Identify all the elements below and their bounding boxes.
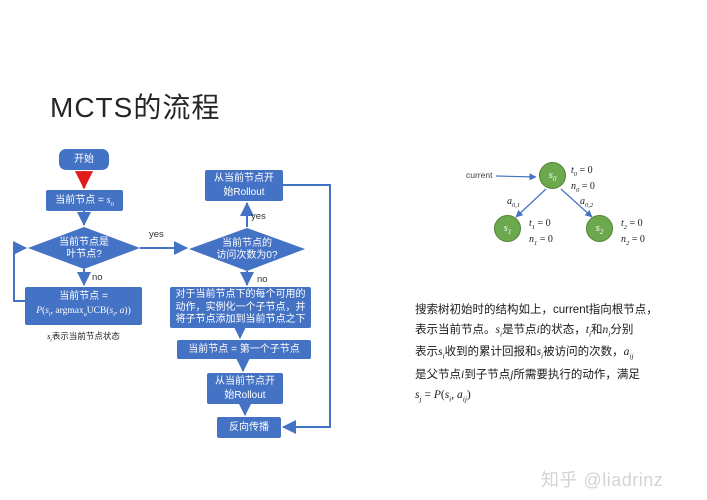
assign-root-label: 当前节点 = s0 (55, 195, 114, 208)
stat-n2: n2 = 0 (621, 233, 645, 247)
expand-line3: 将子节点添加到当前节点之下 (175, 314, 306, 326)
first-child-box: 当前节点 = 第一个子节点 (177, 340, 311, 359)
arrow-s0-to-s2 (560, 188, 593, 218)
start-label: 开始 (74, 154, 94, 165)
visit-check-line2: 访问次数为0? (216, 249, 278, 261)
rollout-top-line2: 始Rollout (223, 186, 265, 198)
yes-label-visitcheck: yes (251, 211, 266, 222)
edge-label-a02: a0,2 (580, 196, 594, 209)
tree-node-s1: s1 (494, 215, 521, 242)
explanation-paragraph: 搜索树初始时的结构如上，current指向根节点， 表示当前节点。si是节点i的… (415, 301, 707, 409)
current-pointer-label: current (466, 170, 493, 180)
tree-stats-s0: t0 = 0 n0 = 0 (571, 165, 595, 196)
rollout-top-box: 从当前节点开 始Rollout (205, 170, 283, 201)
backprop-box: 反向传播 (217, 417, 281, 438)
tree-stats-s2: t2 = 0 n2 = 0 (621, 218, 645, 249)
expand-line1: 对于当前节点下的每个可用的 (175, 289, 306, 300)
paragraph-line: 表示si收到的累计回报和si被访问的次数，aij (415, 346, 634, 361)
rollout-bottom-line1: 从当前节点开 (215, 376, 275, 387)
visit-check-diamond: 当前节点的 访问次数为0? (199, 238, 295, 261)
ucb-select-formula: P(st, argmaxaUCB(st, a)) (36, 306, 131, 318)
visit-check-line1: 当前节点的 (222, 238, 272, 249)
page-title: MCTS的流程 (50, 92, 221, 123)
ucb-select-box: 当前节点 = P(st, argmaxaUCB(st, a)) (25, 287, 142, 325)
leaf-check-line2: 叶节点? (66, 248, 102, 260)
tree-node-s0: s0 (539, 162, 566, 189)
paragraph-line: sj = P(si, aij) (415, 388, 471, 404)
edge-label-a01: a0,1 (507, 196, 521, 209)
ucb-select-line1: 当前节点 = (59, 291, 108, 302)
expand-children-box: 对于当前节点下的每个可用的 动作，实例化一个子节点，并 将子节点添加到当前节点之… (170, 287, 311, 328)
stat-t1: t1 = 0 (529, 218, 551, 231)
arrow-ucb-loop (13, 241, 27, 302)
no-label-visitcheck: no (257, 274, 268, 285)
zhihu-watermark: 知乎 @liadrinz (541, 470, 664, 490)
assign-root-box: 当前节点 = s0 (46, 190, 123, 211)
stat-t2: t2 = 0 (621, 218, 643, 231)
leaf-check-diamond-shape (28, 227, 140, 269)
rollout-top-line1: 从当前节点开 (214, 173, 274, 184)
tree-stats-s1: t1 = 0 n1 = 0 (529, 218, 553, 249)
leaf-check-line1: 当前节点是 (59, 237, 109, 248)
paragraph-line: 搜索树初始时的结构如上，current指向根节点， (415, 304, 658, 316)
expand-line2: 动作，实例化一个子节点，并 (175, 301, 306, 313)
backprop-label: 反向传播 (229, 422, 269, 433)
tree-node-s2: s2 (586, 215, 613, 242)
leaf-check-diamond: 当前节点是 叶节点? (36, 237, 132, 260)
first-child-label: 当前节点 = 第一个子节点 (188, 344, 300, 355)
paragraph-line: 是父节点i到子节点j所需要执行的动作，满足 (415, 369, 640, 382)
arrow-current-pointer (495, 173, 537, 181)
no-label-leafcheck: no (92, 272, 103, 283)
stat-n0: n0 = 0 (571, 180, 595, 194)
paragraph-line: 表示当前节点。si是节点i的状态，ti和ni分别 (415, 323, 634, 338)
yes-label-leafcheck: yes (149, 229, 164, 240)
ucb-caption: st表示当前节点状态 (47, 331, 120, 344)
stat-n1: n1 = 0 (529, 233, 553, 247)
arrow-s0-to-s1 (515, 188, 547, 218)
rollout-bottom-line2: 始Rollout (224, 389, 266, 401)
start-box: 开始 (59, 149, 109, 170)
rollout-bottom-box: 从当前节点开 始Rollout (207, 373, 283, 404)
visit-check-diamond-shape (189, 228, 305, 271)
arrow-rollouttop-to-backprop (282, 184, 331, 434)
stat-t0: t0 = 0 (571, 165, 593, 178)
